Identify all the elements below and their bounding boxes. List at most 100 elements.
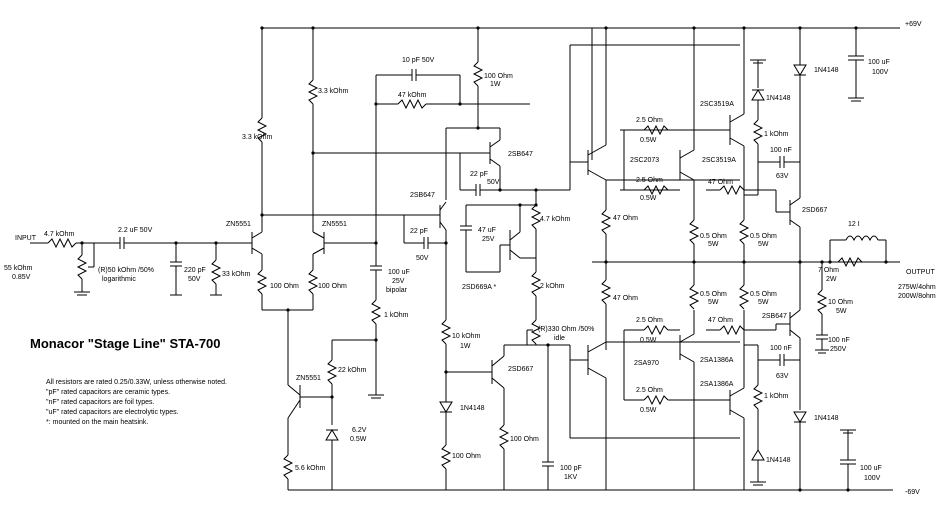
r25-b-label1: 2.5 Ohm bbox=[636, 177, 663, 184]
q-2sc2073: 2SC2073 bbox=[630, 157, 659, 164]
c100p-label2: 1KV bbox=[564, 474, 578, 481]
note-5: *: mounted on the main heatsink. bbox=[46, 419, 148, 426]
note-3: "nF" rated capacitors are foil types. bbox=[46, 399, 155, 406]
r05-a-label2: 5W bbox=[708, 241, 719, 248]
q-2sa1386a-1: 2SA1386A bbox=[700, 357, 734, 364]
r10k-label2: 1W bbox=[460, 343, 471, 350]
c100n-b-label1: 100 nF bbox=[770, 345, 792, 352]
r25-a-label1: 2.5 Ohm bbox=[636, 117, 663, 124]
output-network bbox=[800, 26, 900, 492]
r25-d-label1: 2.5 Ohm bbox=[636, 387, 663, 394]
c10p-label: 10 pF 50V bbox=[402, 57, 435, 64]
r10k-label1: 10 kOhm bbox=[452, 333, 481, 340]
r47k-mid-label: 4.7 kOhm bbox=[540, 216, 571, 223]
q-zn5551-a: ZN5551 bbox=[226, 221, 251, 228]
z62-label2: 0.5W bbox=[350, 436, 367, 443]
c22p-2v-label: 50V bbox=[416, 255, 429, 262]
q-zn5551-b: ZN5551 bbox=[322, 221, 347, 228]
current-source bbox=[282, 340, 339, 490]
r-in-label: 4.7 kOhm bbox=[44, 231, 75, 238]
r7-label1: 7 Ohm bbox=[818, 267, 839, 274]
c100n-a-label1: 100 nF bbox=[770, 147, 792, 154]
c22p-2-label: 22 pF bbox=[410, 228, 428, 235]
q-2sc3519a-2: 2SC3519A bbox=[702, 157, 736, 164]
c100n-out-label2: 250V bbox=[830, 346, 847, 353]
note-2: "pF" rated capacitors are ceramic types. bbox=[46, 389, 170, 396]
r05-d-label1: 0.5 Ohm bbox=[750, 291, 777, 298]
q-zn5551-c: ZN5551 bbox=[296, 375, 321, 382]
r47k-fb-label: 47 kOhm bbox=[398, 92, 427, 99]
c100u-bot-label2: 100V bbox=[864, 475, 881, 482]
r25-c-label1: 2.5 Ohm bbox=[636, 317, 663, 324]
r100-1w-label1: 100 Ohm bbox=[484, 73, 513, 80]
r1k-top-label: 1 kOhm bbox=[764, 131, 789, 138]
r47-c-label: 47 Ohm bbox=[708, 179, 733, 186]
c100u-bp-label3: bipolar bbox=[386, 287, 408, 294]
r2k-label: 2 kOhm bbox=[540, 283, 565, 290]
note-4: "uF" rated capacitors are electrolytic t… bbox=[46, 409, 179, 416]
r7-label2: 2W bbox=[826, 276, 837, 283]
c100u-bp-label1: 100 uF bbox=[388, 269, 410, 276]
c22p-1v-label: 50V bbox=[487, 179, 500, 186]
pot-vol-label2: logarithmic bbox=[102, 276, 136, 283]
r100-right-low-label: 100 Ohm bbox=[510, 436, 539, 443]
r25-b-label2: 0.5W bbox=[640, 195, 657, 202]
q-2sa970: 2SA970 bbox=[634, 360, 659, 367]
r100-b-label: 100 Ohm bbox=[318, 283, 347, 290]
d-1n4148-d: 1N4148 bbox=[814, 415, 839, 422]
r33-left-label: 3.3 kOhm bbox=[242, 134, 273, 141]
q-2sb647-r: 2SB647 bbox=[762, 313, 787, 320]
vas-stage bbox=[403, 26, 570, 490]
c100u-top-label2: 100V bbox=[872, 69, 889, 76]
c100n-b-label2: 63V bbox=[776, 373, 789, 380]
d-1n4148-a: 1N4148 bbox=[460, 405, 485, 412]
r47-a-label: 47 Ohm bbox=[613, 215, 638, 222]
q-2sd667-r: 2SD667 bbox=[802, 207, 827, 214]
c100n-out-label1: 100 nF bbox=[828, 337, 850, 344]
diff-pair bbox=[245, 26, 460, 385]
output-spec2: 200W/8ohm bbox=[898, 293, 936, 300]
d-1n4148-e: 1N4148 bbox=[766, 457, 791, 464]
vbe-multiplier bbox=[460, 188, 570, 490]
q-2sa1386a-2: 2SA1386A bbox=[700, 381, 734, 388]
input-label: INPUT bbox=[15, 235, 37, 242]
r05-a-label1: 0.5 Ohm bbox=[700, 233, 727, 240]
r33k-label: 33 kOhm bbox=[222, 271, 251, 278]
r05-d-label2: 5W bbox=[758, 299, 769, 306]
q-2sd669a: 2SD669A * bbox=[462, 284, 497, 291]
input-section bbox=[30, 237, 245, 296]
r05-c-label1: 0.5 Ohm bbox=[700, 291, 727, 298]
r10-label1: 10 Ohm bbox=[828, 299, 853, 306]
feedback-network bbox=[332, 69, 530, 399]
c100p-label1: 100 pF bbox=[560, 465, 582, 472]
r100-1w-label2: 1W bbox=[490, 81, 501, 88]
rail-pos-label: +69V bbox=[905, 21, 922, 28]
r1k-bot-label: 1 kOhm bbox=[764, 393, 789, 400]
input-impedance: 55 kOhm bbox=[4, 265, 33, 272]
q-2sb647-top: 2SB647 bbox=[508, 151, 533, 158]
r25-d-label2: 0.5W bbox=[640, 407, 657, 414]
c220-label2: 50V bbox=[188, 276, 201, 283]
schematic-title: Monacor "Stage Line" STA-700 bbox=[30, 336, 221, 351]
driver-stage bbox=[569, 26, 830, 490]
rail-neg-label: -69V bbox=[905, 489, 920, 496]
output-label: OUTPUT bbox=[906, 269, 936, 276]
c100u-bp-label2: 25V bbox=[392, 278, 405, 285]
note-1: All resistors are rated 0.25/0.33W, unle… bbox=[46, 379, 227, 386]
c47u-label1: 47 uF bbox=[478, 227, 496, 234]
r22k-label: 22 kOhm bbox=[338, 367, 367, 374]
c100n-a-label2: 63V bbox=[776, 173, 789, 180]
r10-label2: 5W bbox=[836, 308, 847, 315]
r05-b-label1: 0.5 Ohm bbox=[750, 233, 777, 240]
pot-idle-label2: idle bbox=[554, 335, 565, 342]
r25-c-label2: 0.5W bbox=[640, 337, 657, 344]
r05-c-label2: 5W bbox=[708, 299, 719, 306]
q-2sd667-low: 2SD667 bbox=[508, 366, 533, 373]
r05-b-label2: 5W bbox=[758, 241, 769, 248]
c100u-bot-label1: 100 uF bbox=[860, 465, 882, 472]
r33-top-label: 3.3 kOhm bbox=[318, 88, 349, 95]
r100-a-label: 100 Ohm bbox=[270, 283, 299, 290]
c22p-1-label: 22 pF bbox=[470, 171, 488, 178]
